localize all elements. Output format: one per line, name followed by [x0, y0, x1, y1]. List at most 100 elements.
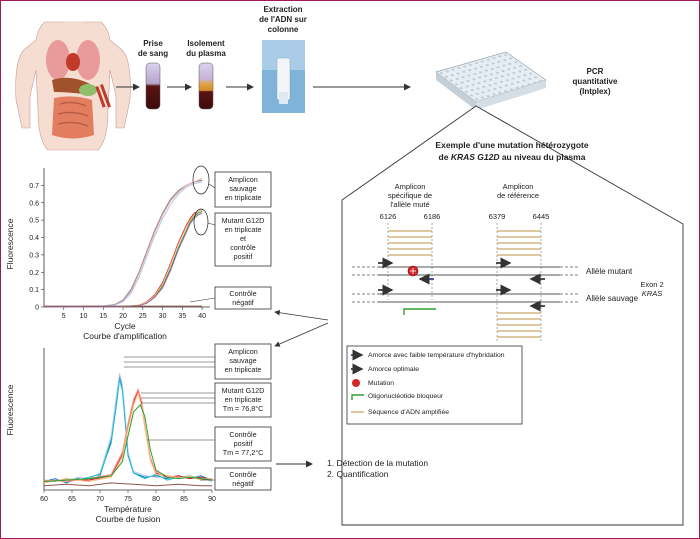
x-tick-label: 40: [198, 313, 206, 320]
legend-item-2: Amorce optimale: [368, 366, 419, 373]
x-tick-label: 65: [68, 496, 76, 503]
series-line: [43, 403, 213, 482]
mutation-marker: [407, 265, 419, 277]
pcr-label-3: (Intplex): [579, 87, 610, 96]
plate-well: [489, 73, 493, 76]
step-extraction-label-2: de l'ADN sur: [259, 15, 307, 24]
melt-callout-mutant-1: Mutant G12D: [222, 386, 265, 395]
melt-callout-mutant-3: Tm = 76,8°C: [223, 404, 264, 413]
plate-well: [490, 67, 494, 70]
melt-callout-positive-1: Contrôle: [229, 430, 256, 439]
plate-well: [534, 76, 538, 79]
plate-well: [509, 88, 513, 91]
plate-well: [495, 71, 499, 74]
amp-callout-mutant-box: [214, 212, 272, 267]
plate-well: [499, 80, 503, 83]
legend-mutation-icon: [352, 379, 360, 387]
step-plasma-label-2: du plasma: [186, 49, 226, 58]
plate-well: [445, 70, 449, 73]
melt-callout-mutant-2: en triplicate: [225, 395, 262, 404]
legend-box: [346, 345, 523, 425]
amp-xlabel: Cycle: [114, 321, 136, 331]
plate-well: [468, 69, 472, 72]
plate-well: [466, 80, 470, 82]
result-detection: 1. Détection de la mutation: [327, 458, 428, 468]
plate-well: [486, 95, 490, 97]
series-line: [43, 212, 203, 308]
amplified-sequence-lines: [388, 230, 541, 338]
plate-well: [478, 76, 482, 79]
plate-well: [475, 92, 479, 95]
step-extraction-label-1: Extraction: [263, 5, 302, 14]
melt-callout-positive-3: Tm = 77,2°C: [223, 448, 264, 457]
plate-well: [487, 89, 491, 92]
melt-callout-mutant-box: [214, 382, 272, 418]
exon-label: Exon 2: [640, 280, 663, 289]
melt-callout-wild-1: Amplicon: [228, 347, 258, 356]
plate-well: [451, 68, 455, 71]
plate-well: [469, 94, 473, 97]
x-tick-label: 85: [180, 496, 188, 503]
series-line: [43, 181, 203, 308]
amp-callout-wild-1: Amplicon: [228, 175, 258, 184]
primer-arrows: [378, 257, 545, 312]
melt-callout-negative-1: Contrôle: [229, 470, 256, 479]
y-tick-label: 0: [35, 305, 39, 312]
result-quantification: 2. Quantification: [327, 469, 389, 479]
plate-well: [539, 80, 543, 82]
pcr-label-1: PCR: [587, 67, 604, 76]
y-tick-label: 0.3: [29, 252, 39, 259]
plate-well: [512, 72, 516, 74]
legend-blocker-icon: [351, 394, 364, 400]
position-6126: 6126: [380, 212, 397, 221]
plate-well: [480, 96, 484, 99]
amp-callout-wild-box: [214, 171, 272, 208]
plate-well: [505, 79, 509, 82]
x-tick-label: 80: [152, 496, 160, 503]
x-tick-label: 20: [119, 313, 127, 320]
amp-ylabel: Fluorescence: [5, 218, 15, 269]
allele-mutant-label: Allèle mutant: [586, 267, 633, 276]
plate-well: [529, 72, 533, 75]
plate-well: [464, 90, 468, 93]
y-tick-label: 0.7: [29, 183, 39, 190]
plate-well: [499, 86, 503, 89]
plate-well: [463, 65, 467, 68]
amplicon-specific-label-2: spécifique de: [388, 191, 432, 200]
plate-well: [482, 85, 486, 88]
amp-callout-negative-1: Contrôle: [229, 289, 256, 298]
plate-well: [504, 84, 508, 87]
plate-well: [504, 90, 508, 92]
step-blood-draw-label-2: de sang: [138, 49, 168, 58]
plate-well: [484, 75, 488, 77]
wild-highlight-ellipse: [192, 165, 210, 195]
plate-well: [460, 81, 464, 84]
x-tick-label: 75: [124, 496, 132, 503]
plate-well: [518, 70, 522, 73]
y-tick-label: 0.5: [29, 218, 39, 225]
x-tick-label: 10: [80, 313, 88, 320]
spin-column-photo: [262, 40, 305, 113]
plate-well: [511, 77, 515, 80]
plate-well: [524, 68, 528, 71]
amp-callout-mutant-4: contrôle: [230, 243, 256, 252]
plate-well: [474, 62, 478, 64]
plasma-tube-icon: [198, 62, 214, 110]
plate-well: [498, 55, 502, 58]
plate-well: [498, 91, 502, 94]
pcr-plate-icon: [435, 51, 547, 110]
plate-well: [474, 98, 478, 101]
plate-well: [504, 53, 508, 56]
plate-well: [488, 84, 492, 87]
plate-well: [481, 91, 485, 94]
plate-well: [471, 83, 475, 86]
x-tick-label: 90: [208, 496, 216, 503]
plate-well: [516, 81, 520, 84]
melt-callout-negative-box: [214, 467, 272, 491]
plate-well: [465, 85, 469, 88]
plate-well: [508, 62, 512, 65]
amplicon-reference-label-2: de référence: [497, 191, 539, 200]
plate-well: [484, 69, 488, 72]
amp-callout-wild-2: sauvage: [229, 184, 256, 193]
plate-well: [477, 82, 481, 84]
